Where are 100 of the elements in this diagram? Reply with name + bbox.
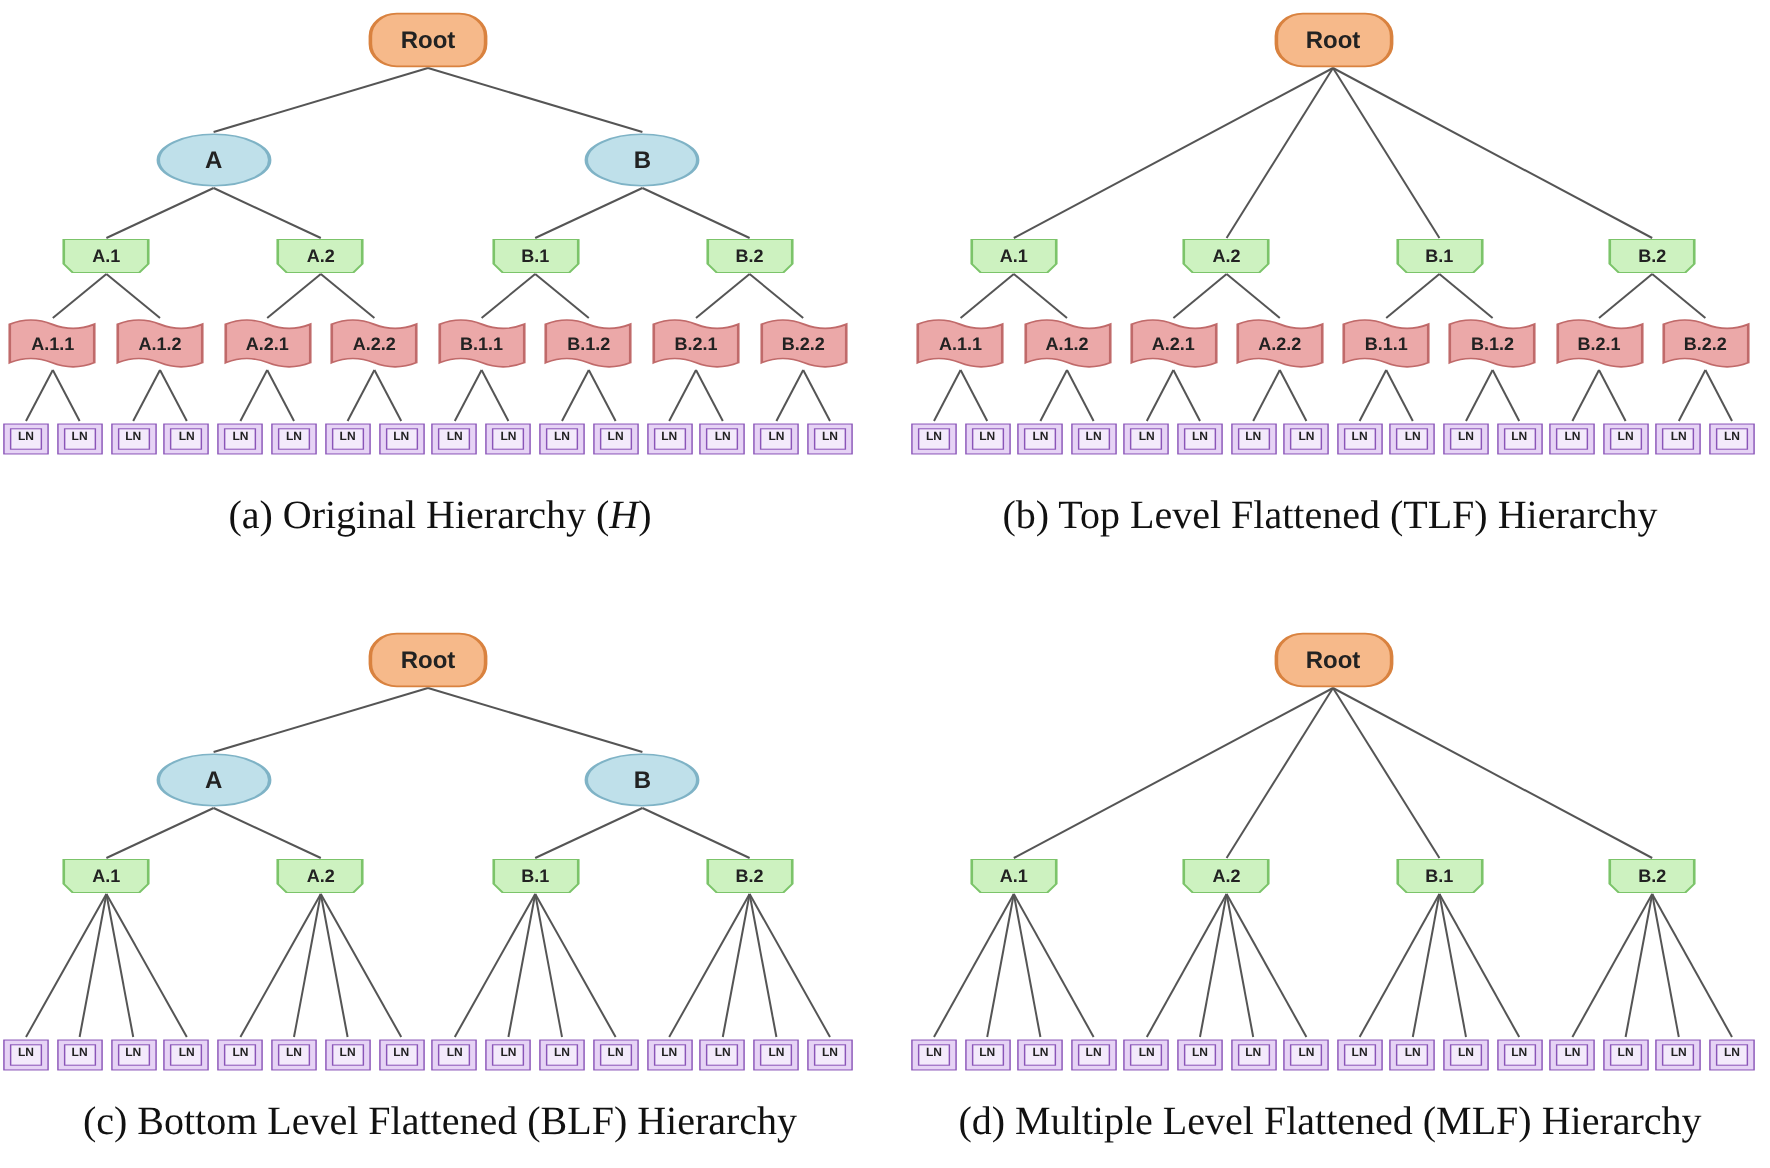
connector-line [1411, 893, 1441, 1038]
connector-line [721, 893, 751, 1038]
connector-line [1225, 893, 1308, 1038]
connector-line [1172, 369, 1201, 422]
tab-box: A.2 [1182, 858, 1271, 894]
connector-line [453, 369, 483, 422]
connector-line [986, 893, 1015, 1038]
connector-line [212, 687, 429, 753]
tab-box: B.2 [1608, 858, 1697, 894]
connector-line [1332, 687, 1654, 859]
connector-line [1066, 369, 1095, 422]
connector-line [319, 893, 349, 1038]
tab-box: B.1 [1395, 238, 1484, 274]
connector-line [1385, 273, 1441, 319]
connector-line [480, 273, 537, 319]
connector-line [748, 273, 805, 319]
ellipse-node: A [155, 752, 272, 808]
connector-line [641, 807, 751, 859]
flag-box: A.2.2 [1235, 318, 1324, 370]
connector-line [1012, 893, 1095, 1038]
connector-line [1465, 369, 1494, 422]
tab-box: A.2 [1182, 238, 1271, 274]
connector-line [587, 369, 617, 422]
caption-text: (c) Bottom Level Flattened (BLF) Hierarchy [82, 1100, 798, 1146]
caption-text: (a) Original Hierarchy (H) [228, 494, 652, 540]
connector-line [1704, 369, 1733, 422]
connector-line [293, 893, 322, 1038]
connector-line [51, 369, 81, 422]
connector-line [1278, 369, 1308, 422]
connector-line [373, 369, 403, 422]
tab-box: A.1 [62, 858, 151, 894]
flag-box: A.1.2 [1023, 318, 1111, 370]
connector-line [453, 893, 537, 1038]
connector-line [212, 67, 429, 133]
connector-line [668, 893, 751, 1038]
connector-line [132, 369, 161, 422]
connector-line [1651, 273, 1707, 319]
connector-line [534, 893, 617, 1038]
rounded-box: Root [368, 12, 488, 68]
connector-line [933, 893, 1015, 1038]
flag-box: A.2.2 [330, 318, 419, 370]
connector-line [427, 67, 644, 133]
connector-line [266, 273, 322, 319]
connector-line [534, 893, 563, 1038]
tab-box: B.2 [705, 238, 794, 274]
connector-line [959, 273, 1015, 319]
rounded-box: Root [368, 632, 488, 688]
connector-line [1438, 893, 1521, 1038]
connector-line [25, 893, 108, 1038]
connector-line [534, 273, 590, 319]
connector-line [319, 893, 403, 1038]
connector-line [1012, 273, 1068, 319]
connector-line [480, 369, 510, 422]
connector-line [1172, 273, 1228, 319]
connector-line [1012, 687, 1334, 859]
caption-text: (b) Top Level Flattened (TLF) Hierarchy [1002, 494, 1658, 540]
tab-box: A.1 [969, 858, 1058, 894]
rounded-box: Root [1273, 632, 1393, 688]
connector-line [266, 369, 295, 422]
tab-box: B.1 [491, 858, 580, 894]
flag-box: A.1.2 [116, 318, 204, 370]
connector-line [239, 893, 322, 1038]
connector-line [1012, 67, 1334, 239]
connector-line [105, 893, 135, 1038]
connector-line [1225, 67, 1334, 239]
connector-line [534, 807, 644, 859]
connector-line [1358, 893, 1441, 1038]
caption-text: (d) Multiple Level Flattened (MLF) Hierarchy [958, 1100, 1702, 1146]
connector-line [1225, 893, 1255, 1038]
connector-line [1332, 67, 1441, 239]
ellipse-node: B [584, 132, 701, 188]
connector-line [1145, 893, 1228, 1038]
connector-line [1651, 893, 1733, 1038]
flag-box: A.2.1 [223, 318, 312, 370]
flag-box: B.2.2 [759, 318, 848, 370]
flag-box: A.2.1 [1129, 318, 1218, 370]
connector-line [1145, 369, 1175, 422]
connector-line [775, 369, 805, 422]
connector-line [641, 187, 751, 239]
connector-line [1385, 369, 1414, 422]
flag-box: B.1.2 [544, 318, 633, 370]
connector-line [1571, 369, 1600, 422]
tab-box: B.1 [1395, 858, 1484, 894]
flag-box: B.2.1 [652, 318, 740, 370]
connector-line [1332, 687, 1441, 859]
connector-line [105, 893, 188, 1038]
connector-line [1438, 273, 1494, 319]
connector-line [668, 369, 697, 422]
flag-box: B.1.1 [1342, 318, 1431, 370]
connector-line [51, 273, 108, 319]
connector-line [25, 369, 54, 422]
tab-box: B.1 [491, 238, 580, 274]
connector-line [1225, 687, 1334, 859]
connector-line [319, 273, 376, 319]
connector-line [507, 893, 537, 1038]
ellipse-node: B [584, 752, 701, 808]
connector-line [105, 273, 161, 319]
tab-box: A.2 [276, 238, 365, 274]
rounded-box: Root [1273, 12, 1393, 68]
connector-line [78, 893, 108, 1038]
